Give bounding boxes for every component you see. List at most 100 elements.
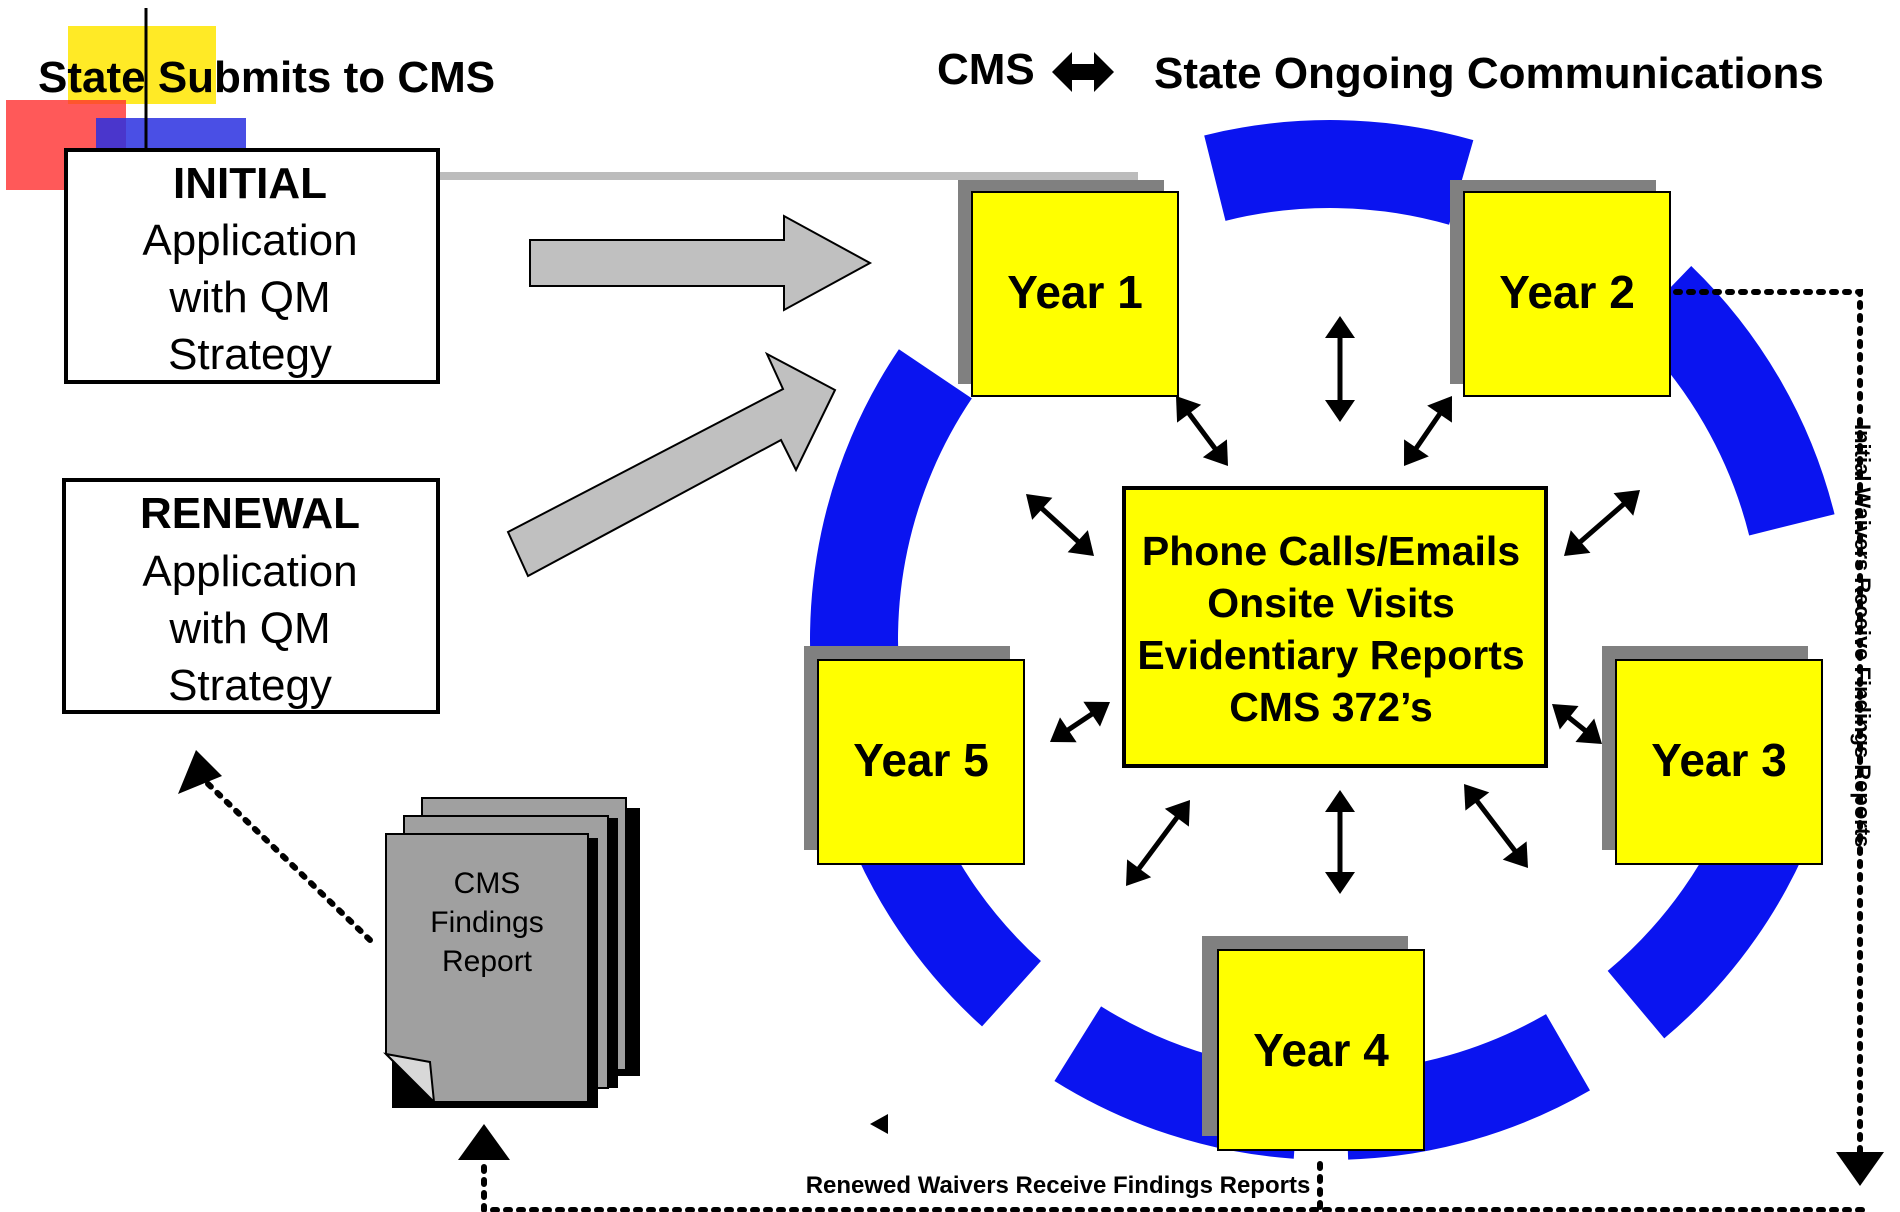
connector-arrowhead xyxy=(1464,784,1490,811)
year-5-label: Year 5 xyxy=(853,734,989,786)
renewal-application-box: RENEWAL Application with QM Strategy xyxy=(62,478,440,714)
year-4-face xyxy=(1217,949,1425,1151)
initial-submit-arrow xyxy=(529,214,873,312)
initial-application-box: INITIAL Application with QM Strategy xyxy=(64,148,440,384)
year-1-face xyxy=(971,191,1179,397)
year-4-box: Year 4 xyxy=(1202,936,1425,1151)
communications-box-frame xyxy=(1122,486,1548,768)
connector-arrowhead xyxy=(1325,316,1355,338)
communications-line1: Phone Calls/Emails xyxy=(1142,528,1520,574)
initial-findings-caption: Initial Waivers Receive Findings Reports xyxy=(1850,424,1875,847)
initial-title: INITIAL xyxy=(173,159,327,208)
report-line1: CMS xyxy=(454,867,521,900)
renewal-line1: Application xyxy=(142,547,357,596)
connector-arrowhead xyxy=(1552,704,1579,730)
communications-box: Phone Calls/Emails Onsite Visits Evident… xyxy=(1122,486,1548,768)
connector-arrow-4 xyxy=(1026,494,1094,556)
connector-arrowhead xyxy=(1613,490,1640,516)
initial-line3: Strategy xyxy=(168,330,332,379)
renewal-line3: Strategy xyxy=(168,661,332,710)
year-3-face xyxy=(1615,659,1823,865)
connector-arrowhead xyxy=(1067,530,1094,556)
report-page-fold xyxy=(383,1052,436,1105)
connector-arrow-1 xyxy=(1325,316,1355,422)
year-1-box: Year 1 xyxy=(958,180,1179,397)
connector-arrow-2 xyxy=(1176,396,1228,466)
ring-segment-2 xyxy=(1630,265,1835,536)
year-5-face xyxy=(817,659,1025,865)
renewed-findings-arrowhead xyxy=(458,1124,510,1160)
connector-arrowhead xyxy=(1575,718,1602,744)
connector-arrow-shaft xyxy=(1575,499,1629,547)
initial-box-frame xyxy=(64,148,440,384)
year-3-box: Year 3 xyxy=(1602,646,1823,865)
connector-arrowhead xyxy=(1325,400,1355,422)
connector-arrow-3 xyxy=(1404,396,1452,466)
ornament-horizontal-bar xyxy=(76,172,1138,180)
year-2-label: Year 2 xyxy=(1499,266,1635,318)
initial-line1: Application xyxy=(142,216,357,265)
communications-line3: Evidentiary Reports xyxy=(1137,632,1524,678)
initial-findings-dotted-path xyxy=(1673,289,1863,1161)
renewed-findings-caption: Renewed Waivers Receive Findings Reports xyxy=(806,1172,1311,1199)
connector-arrowhead xyxy=(1126,859,1152,886)
connector-arrowhead xyxy=(1325,790,1355,812)
communications-line2: Onsite Visits xyxy=(1207,580,1455,626)
year-4-label: Year 4 xyxy=(1253,1024,1389,1076)
connector-arrow-shaft xyxy=(1037,504,1083,546)
connector-arrowhead xyxy=(1564,530,1591,556)
connector-arrowhead xyxy=(1164,800,1190,827)
renewal-box-frame xyxy=(62,478,440,714)
connector-arrow-shaft xyxy=(1134,812,1182,874)
year-2-face xyxy=(1463,191,1671,397)
year-3-label: Year 3 xyxy=(1651,734,1787,786)
initial-findings-arrowhead xyxy=(1836,1152,1884,1186)
initial-line2: with QM xyxy=(168,273,330,322)
connector-arrow-shaft xyxy=(1411,409,1445,453)
renewed-findings-dotted-path xyxy=(481,1157,1865,1212)
report-to-renewal-arrowhead xyxy=(178,750,222,794)
report-to-renewal-dotted-path xyxy=(201,777,373,943)
connector-arrowhead xyxy=(1083,701,1110,727)
report-page-front xyxy=(385,833,589,1103)
renewal-submit-arrow xyxy=(506,351,837,578)
connector-arrow-7 xyxy=(1552,704,1602,744)
ring-segment-7 xyxy=(810,349,972,731)
connector-arrow-5 xyxy=(1564,490,1640,556)
connector-arrowhead xyxy=(1176,396,1202,423)
findings-report-stack: CMS Findings Report xyxy=(383,797,640,1108)
connector-arrowhead xyxy=(1050,717,1077,743)
year-1-label: Year 1 xyxy=(1007,266,1143,318)
feedback-paths xyxy=(178,289,1884,1212)
connector-arrowhead xyxy=(1026,494,1053,520)
connector-arrow-shaft xyxy=(1063,709,1097,735)
connector-arrowhead xyxy=(1202,439,1228,466)
connector-arrowhead xyxy=(1325,872,1355,894)
connector-arrow-shaft xyxy=(1472,796,1520,856)
right-heading-suffix: State Ongoing Communications xyxy=(1154,49,1824,98)
connector-arrowhead xyxy=(1502,841,1528,868)
connector-arrowhead xyxy=(1427,396,1452,423)
right-heading-prefix: CMS xyxy=(937,45,1035,94)
renewal-title: RENEWAL xyxy=(140,489,360,538)
connector-arrow-6 xyxy=(1050,701,1110,743)
left-heading: State Submits to CMS xyxy=(38,53,495,102)
double-arrow-icon xyxy=(1052,52,1114,92)
connector-arrow-8 xyxy=(1126,800,1190,886)
report-line3: Report xyxy=(442,945,533,978)
year-2-box: Year 2 xyxy=(1450,180,1671,397)
connector-arrow-shaft xyxy=(1564,713,1590,735)
year-5-box: Year 5 xyxy=(804,646,1025,865)
communications-line4: CMS 372’s xyxy=(1229,684,1433,730)
connector-arrow-shaft xyxy=(1184,408,1220,454)
ornament-yellow-block xyxy=(68,26,216,104)
connector-arrowhead xyxy=(1404,439,1429,466)
stray-arrowhead xyxy=(870,1114,888,1134)
connector-arrow-9 xyxy=(1325,790,1355,894)
renewal-line2: with QM xyxy=(168,604,330,653)
connector-arrows xyxy=(1026,316,1640,894)
connector-arrow-10 xyxy=(1464,784,1528,868)
report-line2: Findings xyxy=(430,906,543,939)
